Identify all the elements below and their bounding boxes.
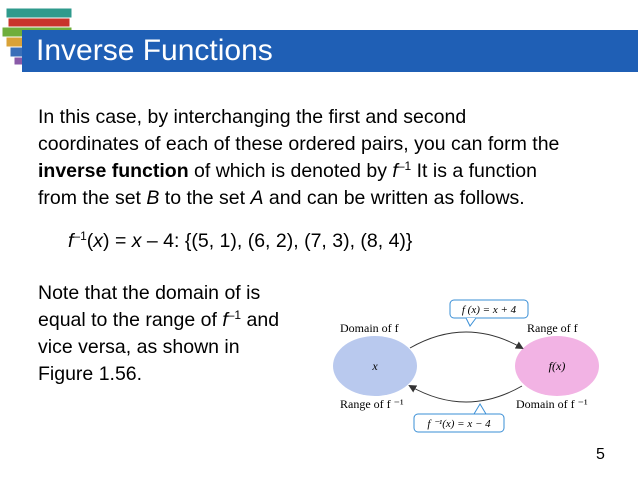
inverse-function-diagram: x f(x) Domain of f Range of f Range of f… [333, 299, 599, 433]
inverse-callout-pointer [473, 403, 487, 415]
formula-text: ( [86, 230, 94, 252]
f-symbol: f [68, 230, 74, 252]
forward-callout-pointer [465, 317, 477, 327]
inverse-formula-box [413, 413, 505, 433]
note-paragraph: Note that the domain of is equal to the … [38, 280, 328, 388]
paragraph-text: from the set [38, 187, 147, 209]
paragraph-line: coordinates of each of these ordered pai… [38, 133, 560, 155]
note-line: vice versa, as shown in [38, 336, 240, 358]
domain-of-finv-label: Domain of f ⁻¹ [516, 397, 588, 411]
paragraph-line: In this case, by interchanging the first… [38, 106, 467, 128]
range-of-finv-label: Range of f ⁻¹ [340, 397, 404, 411]
inverse-arrow [408, 385, 523, 403]
forward-formula-box [449, 299, 529, 319]
inverse-superscript: –1 [397, 159, 412, 173]
forward-arrow [409, 331, 524, 349]
inverse-function-term: inverse function [38, 160, 189, 182]
inverse-superscript: –1 [73, 229, 87, 243]
fx-node-label: f(x) [549, 359, 566, 373]
forward-formula-label: f (x) = x + 4 [462, 304, 517, 316]
note-text: and [241, 309, 280, 331]
slide-title: Inverse Functions [36, 34, 273, 67]
note-line: Figure 1.56. [38, 363, 143, 385]
x-node-label: x [371, 359, 378, 373]
note-text: equal to the range of [38, 309, 223, 331]
paragraph-text: of which is denoted by [188, 160, 393, 182]
note-line: Note that the domain of is [38, 282, 261, 304]
set-a: A [250, 187, 264, 209]
title-bar [22, 30, 638, 72]
inverse-superscript: –1 [227, 308, 242, 322]
range-of-f-label: Range of f [527, 321, 578, 335]
x-variable: x [131, 230, 142, 252]
paragraph-text: and can be written as follows. [263, 187, 525, 209]
paragraph-text: to the set [159, 187, 251, 209]
inverse-formula: f–1(x) = x – 4: {(5, 1), (6, 2), (7, 3),… [68, 228, 412, 255]
formula-text: ) = [103, 230, 132, 252]
x-variable: x [93, 230, 104, 252]
paragraph-text: It is a function [411, 160, 537, 182]
f-symbol: f [392, 160, 398, 182]
body-paragraph: In this case, by interchanging the first… [38, 104, 608, 212]
inverse-formula-label: f ⁻¹(x) = x − 4 [427, 418, 491, 430]
range-ellipse [515, 336, 599, 396]
domain-ellipse [333, 336, 417, 396]
set-b: B [146, 187, 160, 209]
formula-text: – 4: {(5, 1), (6, 2), (7, 3), (8, 4)} [141, 230, 413, 252]
page-number: 5 [596, 446, 605, 463]
domain-of-f-label: Domain of f [340, 321, 399, 335]
f-symbol: f [222, 309, 228, 331]
